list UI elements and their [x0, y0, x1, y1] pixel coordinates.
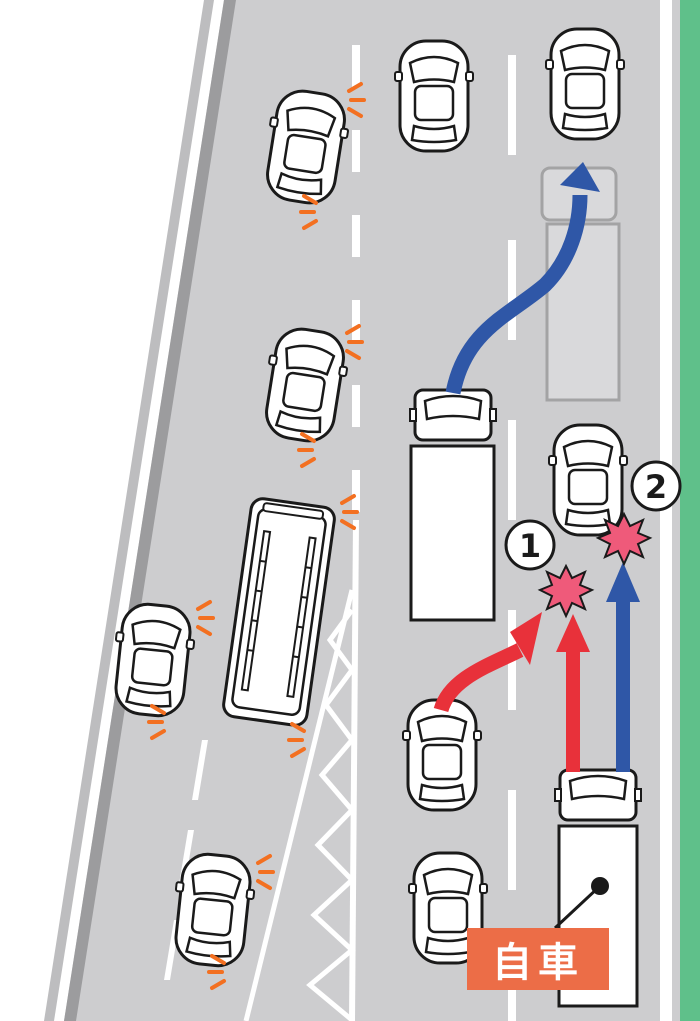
marker-1-label: 1 — [519, 527, 541, 565]
marker-1: 1 — [504, 519, 556, 571]
marker-2-label: 2 — [645, 468, 667, 506]
left-shoulder-line — [64, 0, 236, 1021]
self-vehicle-label: 自車 — [492, 940, 584, 986]
car-middle-lane-top — [393, 39, 475, 153]
car-middle-lane-bottom-1 — [401, 698, 483, 812]
marker-2: 2 — [630, 460, 682, 512]
arrow-blue-self-straight — [606, 562, 640, 772]
lane-divider-left-solid — [349, 519, 359, 1021]
left-shoulder-shade — [44, 0, 214, 1021]
car-right-lane-front — [547, 423, 629, 537]
right-edge-gap — [672, 0, 680, 1021]
green-median-strip — [680, 0, 700, 1021]
arrow-red-self-straight — [556, 614, 590, 772]
collision-burst-1 — [539, 565, 593, 617]
right-edge-line — [660, 0, 672, 1021]
arrow-blue-truck-lane-change — [445, 162, 600, 395]
truck-ghost-position — [540, 166, 621, 402]
truck-middle-lane — [408, 388, 498, 622]
gore-zone-lines — [243, 589, 356, 1021]
bus-shoulder — [222, 497, 336, 727]
self-vehicle-label-bg — [467, 928, 609, 990]
arrow-red-car-merge — [433, 612, 542, 713]
lane-divider-left — [352, 45, 360, 512]
collision-burst-2 — [597, 513, 651, 565]
car-right-lane-top — [544, 27, 626, 141]
